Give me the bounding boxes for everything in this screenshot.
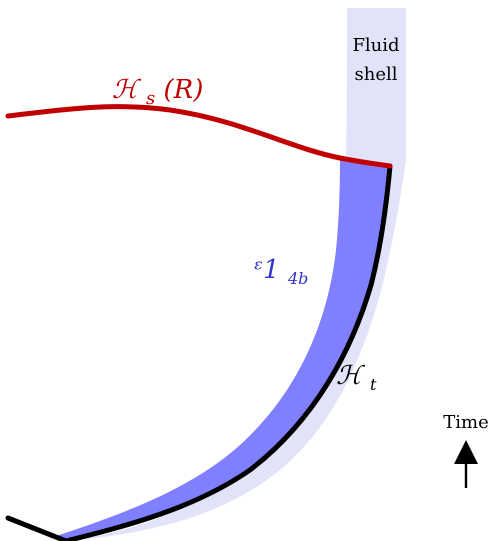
ht-label-base: ℋ (336, 361, 366, 391)
hs-label-base: ℋ (112, 75, 142, 105)
v4b-label-sub: 4b (287, 269, 308, 288)
ht-label-sub: t (370, 375, 377, 394)
hs-label: ℋ s (R) (112, 75, 203, 111)
ht-label: ℋ t (336, 361, 377, 394)
v4b-label: ᵋ1 4b (252, 255, 308, 288)
fluid-shell-region (70, 8, 406, 540)
v4b-region (50, 158, 390, 540)
fluid-shell-label-line1: Fluid (352, 35, 399, 56)
v4b-label-base: ᵋ1 (252, 255, 280, 285)
hs-label-sub: s (146, 88, 155, 109)
ht-curve (5, 163, 393, 541)
time-label: Time (443, 412, 488, 433)
fluid-shell-label-line2: shell (355, 64, 398, 85)
hs-label-rest: (R) (163, 75, 203, 105)
hs-curve (5, 104, 393, 169)
